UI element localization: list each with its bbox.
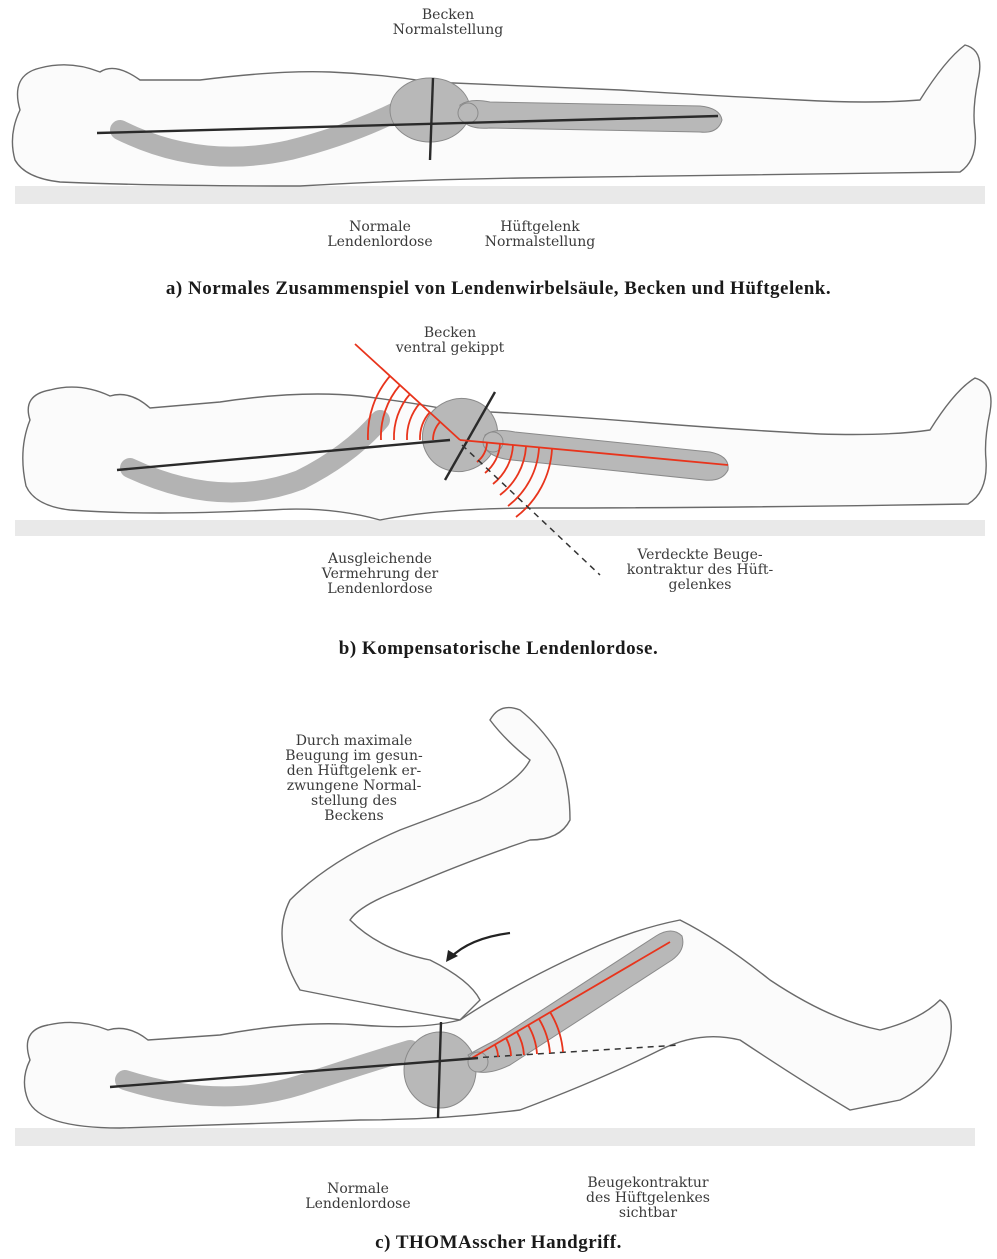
floor — [15, 1128, 975, 1146]
caption-a: a) Normales Zusammenspiel von Lendenwirb… — [0, 278, 997, 300]
femoral-head — [458, 103, 478, 123]
floor — [15, 186, 985, 204]
panel-a-illustration — [0, 0, 997, 310]
caption-c: c) THOMAsscher Handgriff. — [0, 1232, 997, 1254]
floor — [15, 520, 985, 536]
panel-c-illustration — [0, 680, 997, 1259]
panel-b-illustration — [0, 310, 997, 680]
label-hidden-contracture: Verdeckte Beuge-kontraktur des Hüft-gele… — [600, 548, 800, 593]
caption-b: b) Kompensatorische Lendenlordose. — [0, 638, 997, 660]
flexion-arrow — [450, 933, 510, 958]
